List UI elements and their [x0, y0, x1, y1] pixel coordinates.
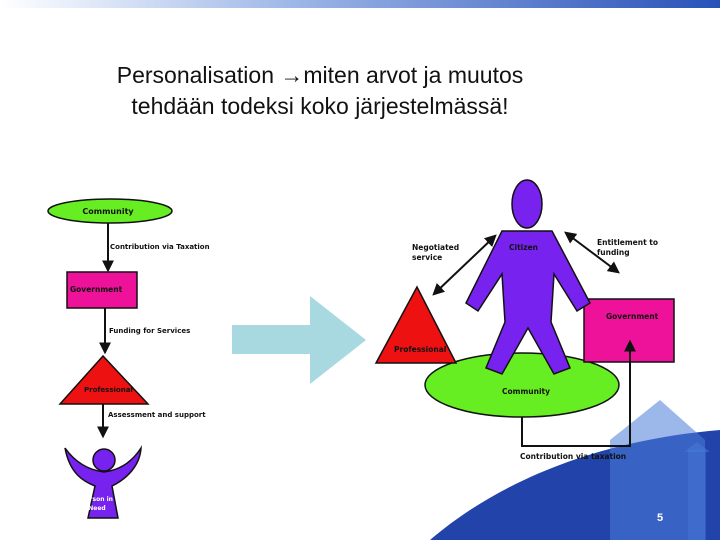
right-negotiated-label-line1: Negotiated: [412, 243, 459, 252]
right-community-label: Community: [502, 387, 550, 396]
left-professional-label: Professional: [84, 386, 133, 394]
right-professional-label: Professional: [394, 345, 446, 354]
left-professional-node: [58, 354, 150, 405]
right-diagram: Government Professional Citizen Communit…: [374, 179, 675, 461]
right-professional-node: [374, 285, 458, 364]
left-funding-label: Funding for Services: [109, 327, 190, 335]
left-government-label: Government: [70, 285, 123, 294]
right-arrow-entitlement: [564, 231, 620, 274]
transition-arrow-icon: [232, 296, 366, 384]
footer-house-decoration: [430, 400, 720, 540]
right-government-label: Government: [606, 312, 659, 321]
title-arrow-icon: →: [280, 62, 304, 88]
title-text-part1: Personalisation: [116, 62, 281, 88]
left-diagram: Community Contribution via Taxation Gove…: [47, 198, 210, 519]
right-arrow-taxation-loop: [521, 339, 636, 447]
left-community-node: [47, 198, 173, 224]
left-government-node: [66, 271, 138, 309]
left-community-label: Community: [82, 207, 134, 216]
left-person-label-line2: Need: [88, 505, 105, 512]
left-person-in-need-figure: [64, 445, 142, 519]
page-number: 5: [656, 512, 664, 524]
right-citizen-label: Citizen: [509, 243, 538, 252]
right-negotiated-label-line2: service: [412, 253, 442, 262]
right-entitlement-label-line2: funding: [597, 248, 630, 257]
title-line2: tehdään todeksi koko järjestelmässä!: [131, 93, 509, 119]
right-contribution-label: Contribution via taxation: [520, 452, 626, 461]
right-entitlement-label-line1: Entitlement to: [597, 238, 658, 247]
right-arrow-negotiated-service: [432, 234, 497, 296]
slide-title: Personalisation →miten arvot ja muutos t…: [0, 60, 640, 122]
right-citizen-figure: [465, 179, 591, 375]
left-contribution-label: Contribution via Taxation: [110, 243, 210, 251]
left-assessment-label: Assessment and support: [108, 411, 206, 419]
top-gradient-bar: [0, 0, 720, 8]
left-person-label-line1: Person in: [81, 496, 113, 503]
title-text-part2: miten arvot ja muutos: [303, 62, 524, 88]
